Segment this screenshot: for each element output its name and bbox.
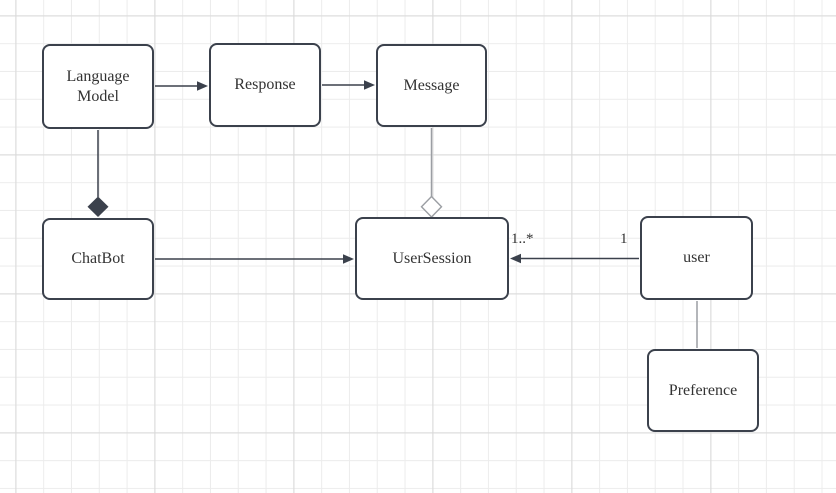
multiplicity-label-target: 1..* (511, 231, 534, 247)
node-chatbot-label: ChatBot (71, 250, 125, 267)
arrowhead-icon (510, 253, 521, 264)
edge-language-model-to-chatbot[interactable] (87, 130, 109, 217)
node-response[interactable]: Response (209, 43, 321, 127)
edge-language-model-to-response[interactable] (155, 81, 208, 91)
node-preference-label: Preference (668, 381, 738, 399)
multiplicity-label-source: 1 (620, 231, 628, 247)
edge-user-to-user-session[interactable] (510, 253, 639, 264)
node-language-model[interactable]: Language Model (42, 44, 154, 129)
edge-message-to-user-session[interactable] (420, 128, 443, 218)
node-response-label: Response (234, 76, 296, 93)
node-preference[interactable]: Preference (647, 349, 759, 432)
node-user-label: user (683, 249, 710, 266)
aggregation-diamond-icon (420, 195, 443, 218)
node-message[interactable]: Message (376, 44, 487, 127)
composition-diamond-icon (87, 196, 109, 217)
node-user-session[interactable]: UserSession (355, 217, 509, 300)
node-message-label: Message (403, 76, 460, 94)
node-language-model-label: Language Model (66, 67, 130, 105)
arrowhead-icon (197, 81, 208, 91)
edge-chatbot-to-user-session[interactable] (155, 254, 354, 264)
node-user[interactable]: user (640, 216, 753, 300)
node-chatbot[interactable]: ChatBot (42, 218, 154, 300)
node-user-session-label: UserSession (392, 249, 472, 267)
edge-response-to-message[interactable] (322, 80, 375, 90)
arrowhead-icon (343, 254, 354, 264)
arrowhead-icon (364, 80, 375, 90)
